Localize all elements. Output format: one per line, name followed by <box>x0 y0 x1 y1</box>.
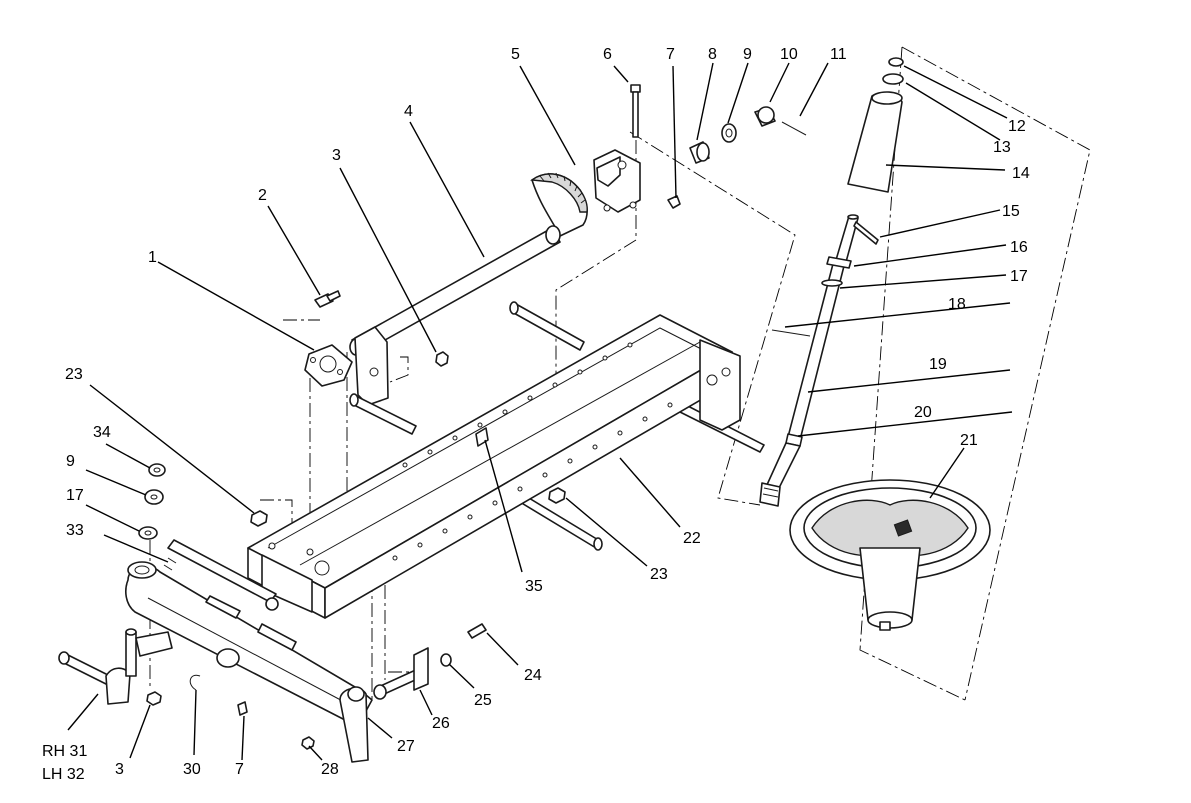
castle-nut-part-10 <box>754 106 776 127</box>
nut-part-23-front <box>250 510 268 527</box>
frame-holes <box>392 342 673 561</box>
drag-link-rod <box>163 539 279 611</box>
washer-part-17-lower <box>138 526 158 540</box>
callout-4: 4 <box>404 103 413 120</box>
pivot-pin-part-26 <box>373 647 429 700</box>
grease-fitting-part-7-upper <box>667 195 681 209</box>
callout-17-upper: 17 <box>1010 268 1028 285</box>
callout-20: 20 <box>914 404 932 421</box>
bushing-part-8 <box>689 141 710 164</box>
callout-18: 18 <box>948 296 966 313</box>
washer-part-34 <box>148 463 166 477</box>
callout-9-lower: 9 <box>66 453 75 470</box>
bolt-part-24 <box>467 623 487 639</box>
callout-35: 35 <box>525 578 543 595</box>
callouts: 1 2 3 4 5 6 7 8 9 10 11 12 13 14 15 16 1… <box>42 46 1030 783</box>
callout-27: 27 <box>397 738 415 755</box>
callout-3-upper: 3 <box>332 147 341 164</box>
callout-34: 34 <box>93 424 111 441</box>
callout-26: 26 <box>432 715 450 732</box>
washer-part-9-upper <box>721 123 737 143</box>
callout-28: 28 <box>321 761 339 778</box>
callout-2: 2 <box>258 187 267 204</box>
shaft-bracket <box>354 326 389 406</box>
callout-6: 6 <box>603 46 612 63</box>
steering-column <box>759 57 904 507</box>
steering-wheel-part-21 <box>789 479 991 631</box>
bolt-part-6 <box>630 84 641 138</box>
axle-pivot-part-33 <box>127 561 157 579</box>
nut-part-23-center <box>548 487 566 504</box>
washer-part-25 <box>440 653 452 667</box>
nut-part-28 <box>301 736 315 750</box>
boot-part-14 <box>847 91 903 193</box>
callout-1: 1 <box>148 249 157 266</box>
callout-11: 11 <box>830 46 847 63</box>
frame-part-22 <box>247 301 765 619</box>
spindle-part-31-32 <box>58 628 173 705</box>
callout-rh-31: RH 31 <box>42 743 87 760</box>
washer-part-17-upper <box>821 279 843 287</box>
callout-15: 15 <box>1002 203 1020 220</box>
sector-gear-part-5 <box>530 149 641 245</box>
callout-9-upper: 9 <box>743 46 752 63</box>
callout-12: 12 <box>1008 118 1026 135</box>
callout-8: 8 <box>708 46 717 63</box>
flange-bearing-part-1 <box>304 344 353 387</box>
washer-part-9-lower <box>144 489 164 505</box>
callout-23-front: 23 <box>65 366 83 383</box>
callout-13: 13 <box>993 139 1011 156</box>
bolt-part-2 <box>314 290 341 308</box>
callout-25: 25 <box>474 692 492 709</box>
nut-part-3-upper <box>435 351 449 367</box>
retaining-ring-part-30 <box>189 674 201 691</box>
pin-part-15 <box>853 221 879 245</box>
callout-19: 19 <box>929 356 947 373</box>
callout-5: 5 <box>511 46 520 63</box>
callout-23-center: 23 <box>650 566 668 583</box>
callout-33: 33 <box>66 522 84 539</box>
callout-lh-32: LH 32 <box>42 766 85 783</box>
collar-part-16 <box>826 256 852 269</box>
cotter-pin-part-11 <box>781 121 807 136</box>
washer-part-12 <box>888 57 904 67</box>
callout-7-upper: 7 <box>666 46 675 63</box>
shaft-part-19 <box>787 259 846 441</box>
callout-7-lower: 7 <box>235 761 244 778</box>
roll-pin-part-18 <box>771 329 811 337</box>
callout-3-lower: 3 <box>115 761 124 778</box>
callout-14: 14 <box>1012 165 1030 182</box>
callout-22: 22 <box>683 530 701 547</box>
grease-fitting-part-7-lower <box>237 701 248 716</box>
callout-16: 16 <box>1010 239 1028 256</box>
callout-10: 10 <box>780 46 798 63</box>
callout-30: 30 <box>183 761 201 778</box>
callout-17-lower: 17 <box>66 487 84 504</box>
callout-24: 24 <box>524 667 542 684</box>
washer-part-13 <box>882 73 904 85</box>
leader-lines <box>67 62 1013 761</box>
nut-part-3-lower <box>146 691 162 706</box>
callout-21: 21 <box>960 432 978 449</box>
